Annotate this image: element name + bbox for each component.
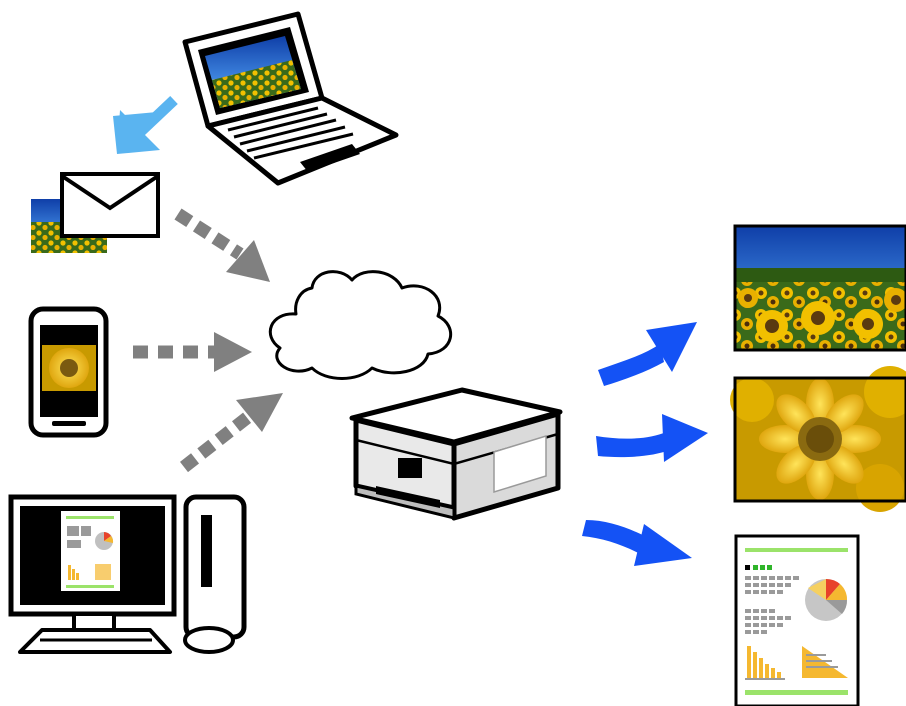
laptop-screen-photo — [205, 36, 301, 108]
report-bar-chart-icon — [745, 646, 785, 680]
report-gray-grid — [745, 576, 799, 634]
closeup-sunflower — [759, 378, 881, 500]
report-header-squares — [745, 565, 772, 570]
report-pie-icon — [805, 578, 848, 621]
email-with-photo-icon — [31, 172, 160, 253]
output-arrow-photo-closeup-icon — [596, 414, 708, 462]
smartphone-icon — [28, 306, 109, 438]
phone-screen-photo — [42, 345, 96, 391]
laptop-icon — [182, 11, 399, 186]
output-arrow-photo-field-icon — [598, 322, 697, 386]
sunflower-closeup-photo-icon — [730, 366, 906, 512]
printer-icon — [349, 387, 563, 521]
desktop-to-cloud-arrow-icon — [179, 393, 283, 473]
printer-control-panel — [398, 458, 422, 478]
report-area-chart-icon — [802, 646, 848, 678]
output-arrow-report-icon — [582, 520, 692, 566]
phone-to-cloud-arrow-icon — [133, 332, 252, 372]
email-to-cloud-arrow-icon — [174, 208, 270, 282]
report-document-icon — [734, 534, 860, 706]
sunflower-field-photo-icon — [733, 224, 906, 352]
download-arrow-icon — [113, 96, 178, 154]
foreground-sunflowers — [738, 288, 906, 342]
envelope-icon — [60, 172, 160, 238]
desktop-screen-document — [61, 511, 120, 591]
cloud-icon — [268, 270, 453, 380]
desktop-computer-icon — [8, 494, 247, 654]
